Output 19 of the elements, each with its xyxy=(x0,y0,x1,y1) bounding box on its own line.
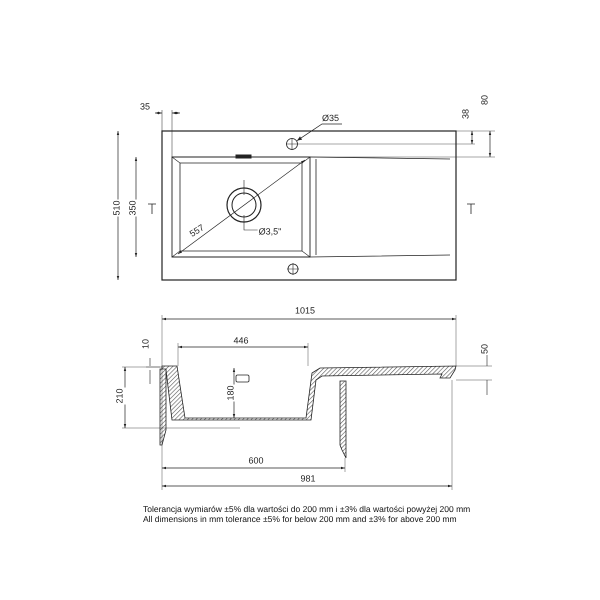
dimension-label: 210 xyxy=(114,387,126,405)
dimension-label: 35 xyxy=(139,102,151,112)
tolerance-note: All dimensions in mm tolerance ±5% for below 200 mm and ±3% for above 200 mm xyxy=(143,514,457,524)
dimension-label: 180 xyxy=(226,384,236,402)
dimension-label: Ø3,5" xyxy=(258,226,282,238)
dimension-label: 38 xyxy=(460,108,472,120)
dimension-label: 446 xyxy=(232,336,250,346)
dimension-label: 10 xyxy=(140,338,152,350)
dimension-label: Ø35 xyxy=(322,112,346,124)
dimension-label: 50 xyxy=(480,343,490,355)
dimension-label: 600 xyxy=(247,456,265,466)
tap-hole xyxy=(286,138,298,150)
dimension-label: 80 xyxy=(480,94,490,106)
tolerance-note: Tolerancja wymiarów ±5% dla wartości do 200 mm i ±3% dla wartości powyżej 200 mm xyxy=(143,504,470,514)
dimension-label: 510 xyxy=(112,199,122,217)
dimension-label: 350 xyxy=(128,199,138,217)
leader-line xyxy=(296,124,342,142)
dimension-label: 1015 xyxy=(294,306,316,316)
dimension-label: 981 xyxy=(299,474,317,484)
